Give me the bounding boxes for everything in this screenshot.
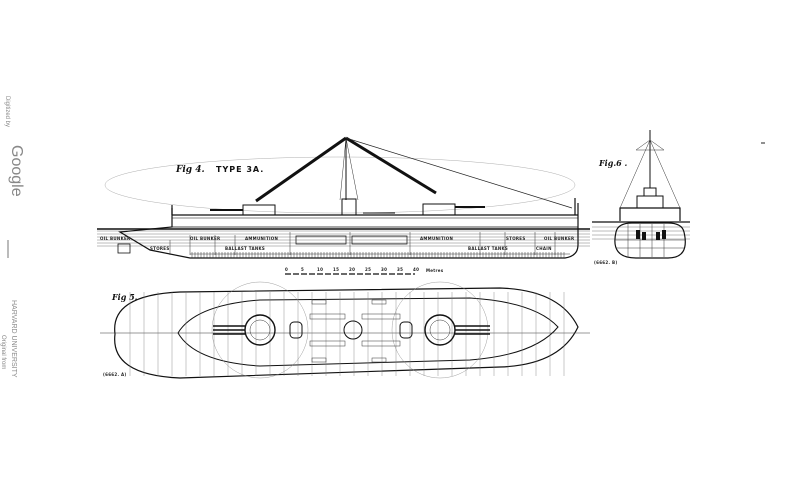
scale-tick-label: 25 [365,267,371,272]
compartment-label: BALLAST TANKS [225,246,265,251]
scale-tick-label: 15 [333,267,339,272]
compartment-label: AMMUNITION [420,236,453,241]
scale-tick-label: 10 [317,267,323,272]
compartment-label: OIL BUNKER [100,236,130,241]
fig6-label: Fig.6 . [598,158,627,168]
university-text: HARVARD UNIVERSITY [10,300,17,378]
fig4-type: TYPE 3A. [216,165,264,174]
scale-tick-label: 35 [397,267,403,272]
compartment-label: BALLAST TANKS [468,246,508,251]
compartment-label: OIL BUNKER [190,236,220,241]
compartment-label: STORES [506,236,526,241]
google-watermark: Digitized by Google Original from HARVAR… [0,96,25,378]
original-from-text: Original from [0,335,6,369]
scale-tick-label: 30 [381,267,387,272]
fig6-cross-section: Fig.6 . (6662. B) [592,130,690,265]
fig5-plan-view: Fig 5. (6662. A) [100,281,590,379]
scale-tick-label: 20 [349,267,355,272]
fig4-label: Fig 4. [175,165,205,175]
scale-unit: Metres [426,268,444,273]
compartment-label: STORES [150,246,170,251]
scale-bar: 0 5 10 15 20 25 30 35 40 Metres [285,267,444,275]
compartment-label: CHAIN [536,246,552,251]
compartment-label: OIL BUNKER [544,236,574,241]
fig4-side-elevation: Fig 4. TYPE 3A. OIL BUNKER STO [97,136,590,275]
scale-tick-label: 0 [285,267,288,272]
fig6-ref: (6662. B) [594,260,617,265]
scale-tick-label: 5 [301,267,304,272]
google-logo-text: Google [8,145,25,197]
faint-bleed [104,156,576,214]
digitized-by-text: Digitized by [4,96,10,127]
fig5-ref: (6662. A) [103,372,127,377]
scale-tick-label: 40 [413,267,419,272]
compartment-label: AMMUNITION [245,236,278,241]
fig5-label: Fig 5. [111,292,138,302]
